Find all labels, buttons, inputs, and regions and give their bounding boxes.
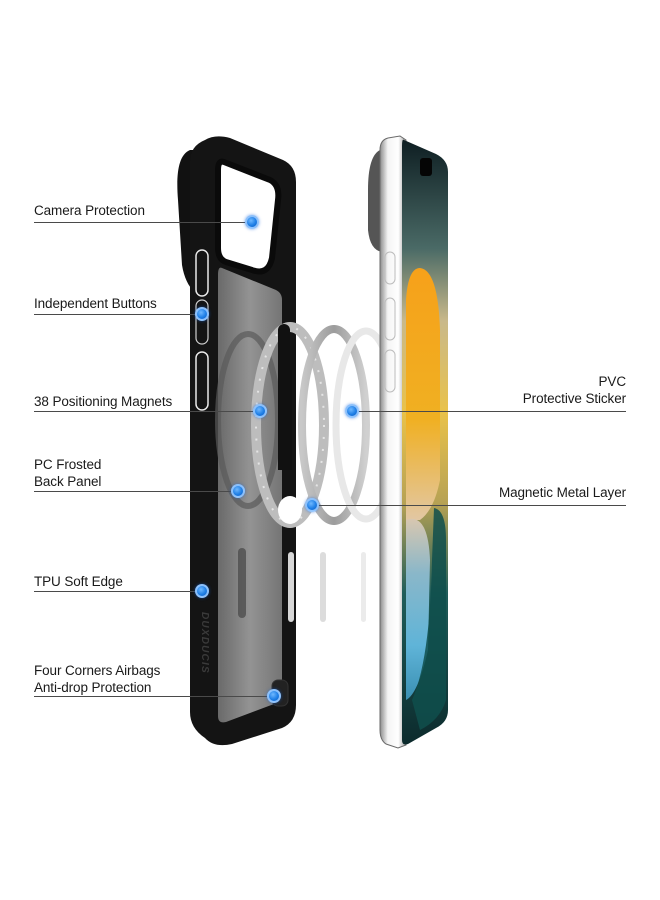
leader-camera-protection (34, 222, 252, 223)
phone-button-3 (384, 349, 396, 393)
case-button-1 (195, 249, 209, 297)
label-camera-protection: Camera Protection (34, 203, 145, 218)
leader-positioning-magnets (34, 411, 260, 412)
phone-camera-bump (368, 150, 382, 252)
label-pc-frosted-line2: Back Panel (34, 474, 102, 489)
label-positioning-magnets: 38 Positioning Magnets (34, 394, 173, 409)
hotspot-tpu-soft-edge[interactable] (195, 584, 209, 598)
leader-pvc-sticker (352, 411, 626, 412)
hotspot-positioning-magnets[interactable] (253, 404, 267, 418)
phone-button-2 (384, 297, 396, 341)
brand-mark: DUXDUCIS (199, 612, 210, 674)
hotspot-airbags[interactable] (267, 689, 281, 703)
hotspot-magnetic-metal-layer[interactable] (305, 498, 319, 512)
leader-airbags (34, 696, 274, 697)
leader-pc-frosted (34, 491, 238, 492)
wallpaper-blue (406, 518, 430, 700)
case-button-3 (195, 351, 209, 411)
wallpaper-teal (412, 508, 446, 730)
front-camera (420, 158, 432, 176)
phone-button-1 (384, 251, 396, 285)
phone-frame (379, 135, 407, 749)
leader-tpu-soft-edge (34, 591, 202, 592)
label-airbags-line1: Four Corners Airbags (34, 663, 161, 678)
label-airbags-line2: Anti-drop Protection (34, 680, 152, 695)
frosted-back-panel (218, 267, 282, 723)
label-tpu-soft-edge: TPU Soft Edge (34, 574, 123, 589)
hotspot-independent-buttons[interactable] (195, 307, 209, 321)
hotspot-camera-protection[interactable] (245, 215, 259, 229)
label-pvc-line2: Protective Sticker (522, 391, 626, 406)
label-pc-frosted-line1: PC Frosted (34, 457, 102, 472)
metal-layer-ring (298, 325, 370, 525)
wallpaper-orange (406, 268, 440, 520)
phone-illustration (368, 135, 448, 749)
hotspot-pvc-sticker[interactable] (345, 404, 359, 418)
leader-magnetic-metal-layer (312, 505, 626, 506)
magnet-rings (251, 322, 400, 622)
hotspot-pc-frosted[interactable] (231, 484, 245, 498)
label-independent-buttons: Independent Buttons (34, 296, 157, 311)
label-pvc-line1: PVC (598, 374, 627, 389)
label-magnetic-metal-layer: Magnetic Metal Layer (498, 485, 626, 500)
case-button-2 (195, 299, 209, 345)
leader-independent-buttons (34, 314, 202, 315)
